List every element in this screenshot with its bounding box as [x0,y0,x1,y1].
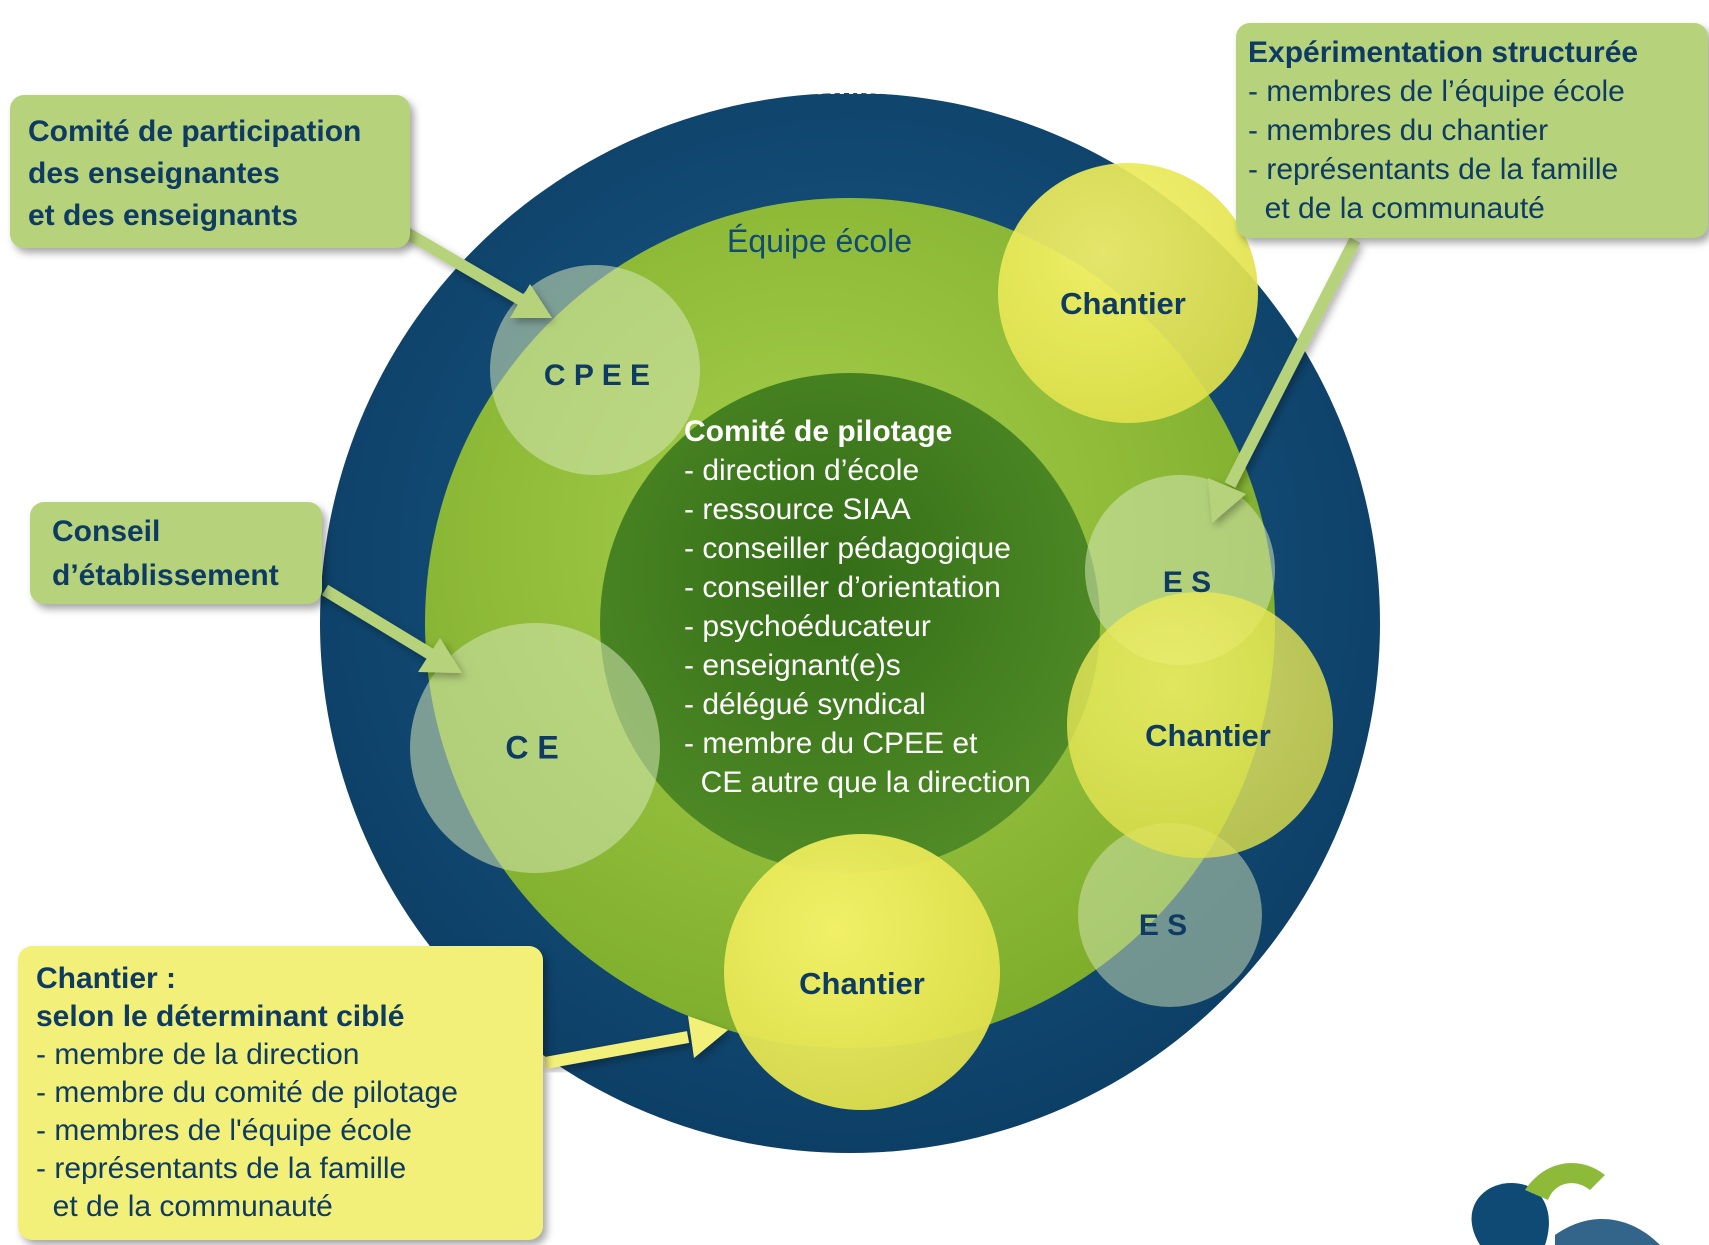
experimentation-member: - membres de l’équipe école [1248,75,1625,108]
school-team-label: Équipe école [727,223,913,259]
ce-bubble-label: C E [505,729,559,766]
chantier-member: et de la communauté [36,1190,333,1223]
es-bubble-bottom [1078,823,1262,1007]
experimentation-member: - représentants de la famille [1248,153,1619,186]
chantier-bottom-bubble-label: Chantier [799,966,925,1001]
chantier-bubble-right [1067,592,1333,858]
chantier-member: - représentants de la famille [36,1152,407,1185]
steering-member: - membre du CPEE et [684,727,978,760]
ce-callout: Conseil d’établissement [30,502,322,604]
chantier-callout: Chantier : selon le déterminant ciblé - … [18,946,543,1240]
arrow-ce [321,584,462,673]
steering-member: - direction d’école [684,454,920,487]
chantier-bubble-top [998,163,1258,423]
ce-bubble [410,623,660,873]
steering-member: - conseiller d’orientation [684,571,1001,604]
cpee-bubble-label: C P E E [543,359,651,392]
family-community-label: Famille / communauté [665,68,981,101]
steering-committee-members: - direction d’école - ressource SIAA - c… [684,451,1031,802]
steering-member: - conseiller pédagogique [684,532,1011,565]
cs-logo-icon [1471,1163,1660,1245]
arrow-chantier [543,1016,728,1069]
experimentation-member: - membres du chantier [1248,114,1549,147]
steering-member: - psychoéducateur [684,610,931,643]
chantier-member: - membre de la direction [36,1038,360,1071]
cpee-callout: Comité de participation des enseignantes… [10,95,410,248]
arrow-cpee [401,226,552,318]
steering-member: - ressource SIAA [684,493,911,526]
steering-member: CE autre que la direction [684,766,1031,799]
steering-committee-block: Comité de pilotage - direction d’école -… [684,412,1031,802]
es-bottom-bubble-label: E S [1138,909,1188,942]
chantier-callout-title: Chantier : selon le déterminant ciblé [36,962,405,1033]
chantier-member: - membres de l'équipe école [36,1114,412,1147]
experimentation-members: - membres de l’équipe école - membres du… [1248,72,1696,228]
chantier-member: - membre du comité de pilotage [36,1076,458,1109]
steering-committee-title: Comité de pilotage [684,415,953,448]
chantier-right-bubble-label: Chantier [1145,718,1271,753]
steering-committee-core [600,373,1100,873]
steering-member: - délégué syndical [684,688,926,721]
arrow-experimentation [1208,237,1361,523]
experimentation-callout: Expérimentation structurée - membres de … [1236,23,1708,238]
steering-member: - enseignant(e)s [684,649,901,682]
ce-callout-title: Conseil d’établissement [52,515,279,592]
experimentation-member: et de la communauté [1248,192,1545,225]
chantier-bubble-bottom [724,834,1000,1110]
es-top-bubble-label: E S [1162,566,1212,599]
cpee-callout-title: Comité de participation des enseignantes… [28,115,362,232]
chantier-members: - membre de la direction - membre du com… [36,1036,525,1226]
chantier-top-bubble-label: Chantier [1060,286,1186,321]
experimentation-callout-title: Expérimentation structurée [1248,36,1639,69]
